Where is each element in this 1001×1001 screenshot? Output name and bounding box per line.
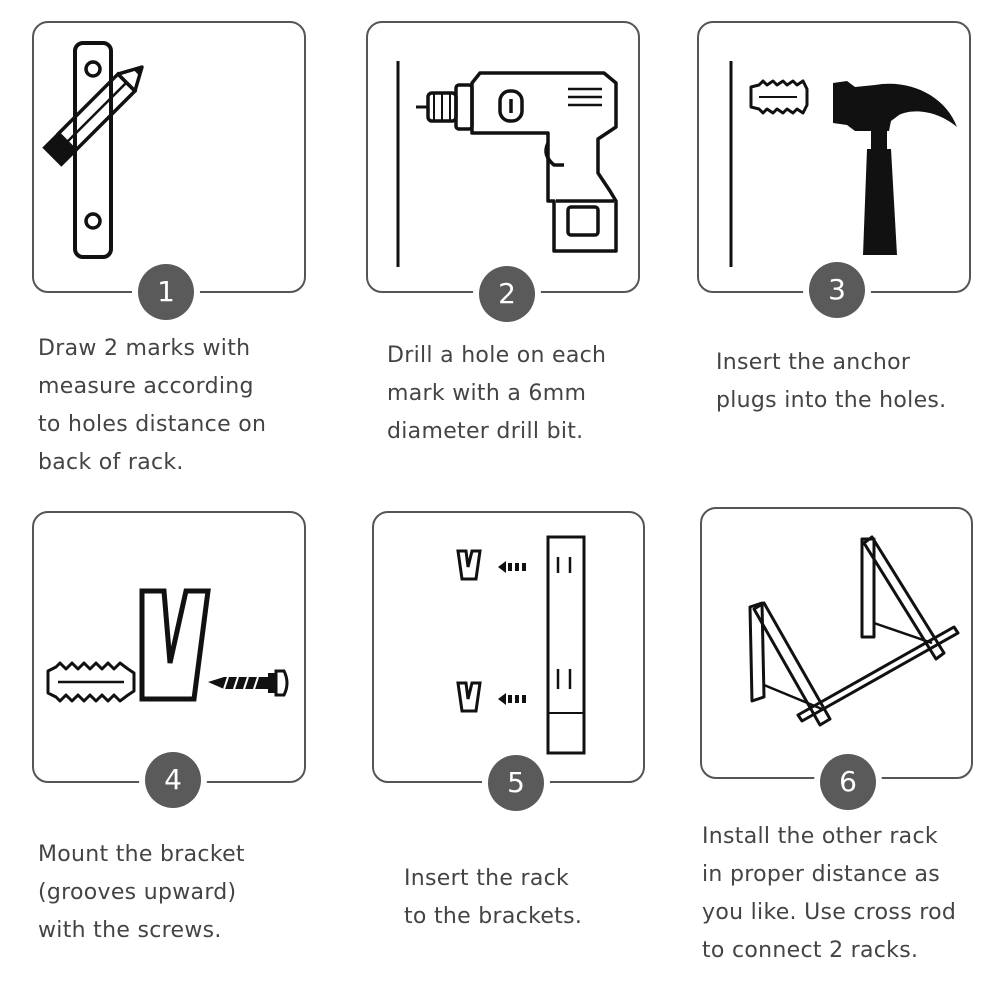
rack-icon [546, 535, 586, 755]
step-4-caption: Mount the bracket (grooves upward) with … [38, 836, 245, 950]
caption-line: plugs into the holes. [716, 388, 947, 413]
step-1-caption: Draw 2 marks with measure according to h… [38, 330, 266, 482]
caption-line: in proper distance as [702, 862, 941, 887]
caption-line: to the brackets. [404, 904, 583, 929]
step-6-badge: 6 [820, 754, 876, 810]
caption-line: you like. Use cross rod [702, 900, 957, 925]
step-1-panel [32, 21, 306, 293]
step-6-illustration [748, 535, 960, 727]
pencil-icon [42, 65, 144, 167]
step-2-badge: 2 [479, 266, 535, 322]
caption-line: mark with a 6mm [387, 381, 587, 406]
step-3-badge: 3 [809, 262, 865, 318]
step-3-caption: Insert the anchor plugs into the holes. [716, 344, 946, 420]
step-2-illustration [396, 61, 618, 267]
anchor-plug-icon [46, 661, 136, 703]
step-1-badge: 1 [138, 264, 194, 320]
caption-line: Insert the rack [404, 866, 570, 891]
drill-icon [416, 71, 618, 253]
bracket-icon [73, 41, 113, 259]
step-4-panel [32, 511, 306, 783]
caption-line: to holes distance on [38, 412, 267, 437]
bracket-icon [139, 588, 211, 702]
caption-line: back of rack. [38, 450, 184, 475]
bracket-icon [456, 549, 482, 581]
step-4-badge: 4 [145, 752, 201, 808]
hammer-icon [833, 81, 957, 255]
rack-assembly-icon [748, 535, 960, 727]
step-2-panel [366, 21, 640, 293]
caption-line: to connect 2 racks. [702, 938, 919, 963]
step-4-illustration [46, 588, 289, 703]
caption-line: Mount the bracket [38, 842, 245, 867]
step-3-illustration [729, 61, 957, 267]
caption-line: (grooves upward) [38, 880, 237, 905]
caption-line: Draw 2 marks with [38, 336, 251, 361]
bracket-icon [456, 681, 482, 713]
step-5-illustration [456, 535, 586, 755]
arrow-left-icon [498, 693, 526, 705]
step-6-caption: Install the other rack in proper distanc… [702, 818, 956, 970]
step-1-illustration [42, 41, 144, 259]
step-5-panel [372, 511, 645, 783]
step-5-badge: 5 [488, 755, 544, 811]
step-3-panel [697, 21, 971, 293]
step-2-caption: Drill a hole on each mark with a 6mm dia… [387, 337, 606, 451]
caption-line: Drill a hole on each [387, 343, 607, 368]
screw-icon [208, 669, 289, 697]
step-5-caption: Insert the rack to the brackets. [404, 860, 582, 936]
caption-line: with the screws. [38, 918, 222, 943]
caption-line: measure according [38, 374, 254, 399]
step-6-panel [700, 507, 973, 779]
caption-line: diameter drill bit. [387, 419, 584, 444]
caption-line: Insert the anchor [716, 350, 911, 375]
caption-line: Install the other rack [702, 824, 938, 849]
anchor-plug-icon [749, 79, 809, 115]
arrow-left-icon [498, 561, 526, 573]
